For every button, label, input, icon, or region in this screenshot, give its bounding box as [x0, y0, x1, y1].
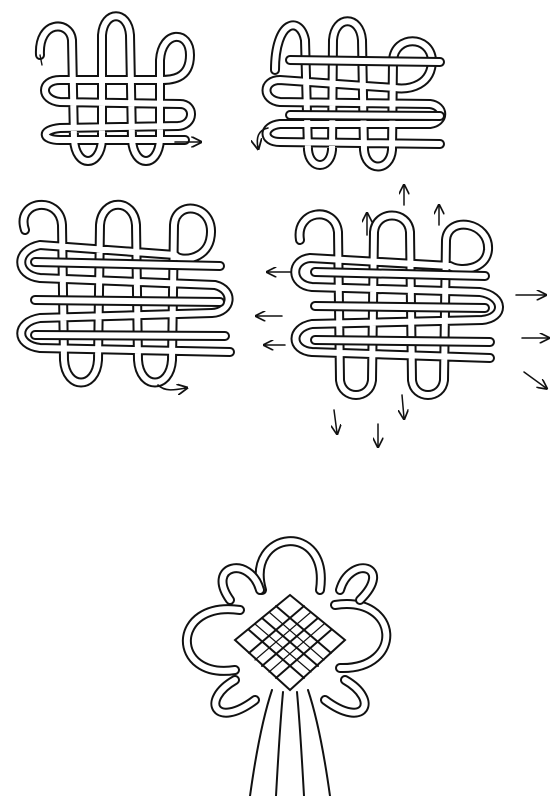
- step-3-diagram: [21, 205, 230, 390]
- cord: [40, 16, 191, 161]
- finished-knot: [187, 541, 386, 796]
- step-1-diagram: [40, 16, 200, 161]
- arrow-down-icon: [334, 410, 337, 433]
- arrow-down-icon: [402, 395, 404, 418]
- knot-center: [235, 595, 345, 690]
- arrow-down-icon: [524, 372, 546, 388]
- step-2-diagram: [257, 21, 441, 166]
- step-4-diagram: [257, 186, 548, 446]
- tassel: [250, 690, 330, 796]
